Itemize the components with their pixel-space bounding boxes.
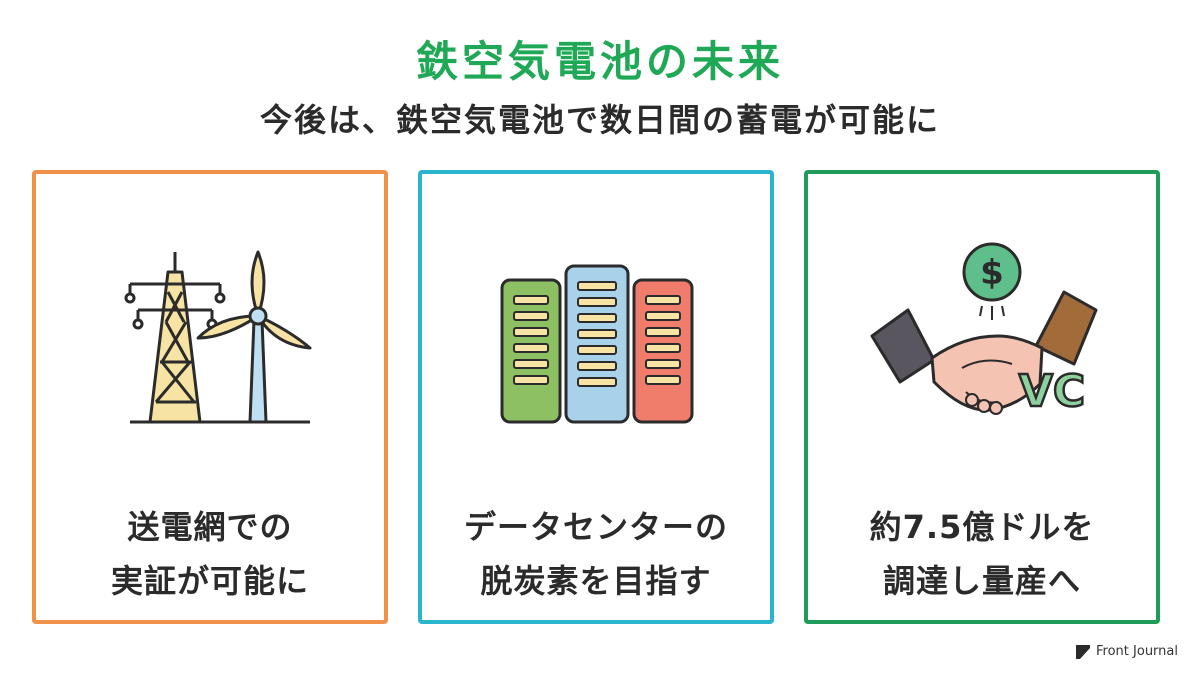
front-journal-logo-icon [1076,644,1091,659]
card-data-center: データセンターの 脱炭素を目指す [418,170,774,624]
svg-text:$: $ [980,253,1004,293]
power-grid-wind-turbine-icon [124,250,312,424]
card-label: 約7.5億ドルを 調達し量産へ [869,508,1095,600]
brand-name: Front Journal [1096,644,1178,659]
card-funding: $ VC 約7.5億ドルを 調達し量産へ [804,170,1160,624]
brand: Front Journal [1076,644,1178,659]
page-title: 鉄空気電池の未来 [415,37,784,86]
card-label: データセンターの 脱炭素を目指す [463,508,728,600]
vc-text: VC [1019,366,1085,417]
card-label: 送電網での 実証が可能に [110,508,309,600]
card-power-grid: 送電網での 実証が可能に [32,170,388,624]
page-subtitle: 今後は、鉄空気電池で数日間の蓄電が可能に [259,101,940,139]
server-racks-icon [500,264,694,424]
handshake-vc-funding-icon: $ VC [870,242,1098,418]
